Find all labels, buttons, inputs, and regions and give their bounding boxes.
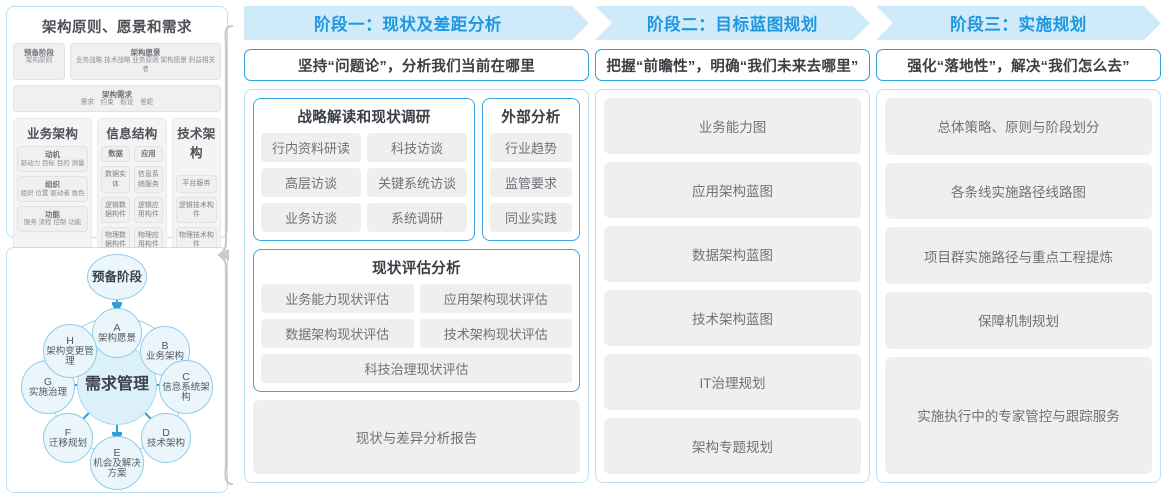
phase-1-subtitle: 坚持“问题论”，分析我们当前在哪里 <box>244 49 589 81</box>
column-title: 业务架构 <box>26 127 79 142</box>
phase-1-top-row: 战略解读和现状调研 行内资料研读 科技访谈 高层访谈 关键系统访谈 业务访谈 系… <box>253 98 580 241</box>
togaf-cell: 逻辑应用构件 <box>133 196 163 223</box>
phase-3: 阶段三：实施规划 强化“落地性”，解决“我们怎么去” 总体策略、原则与阶段划分 … <box>876 6 1161 493</box>
subcolumn-head: 应用 <box>133 146 163 163</box>
phase-1: 阶段一：现状及差距分析 坚持“问题论”，分析我们当前在哪里 战略解读和现状调研 … <box>244 6 589 493</box>
phase-3-subtitle: 强化“落地性”，解决“我们怎么去” <box>876 49 1161 81</box>
togaf-vision-head: 架构愿景 <box>130 48 161 57</box>
list-item[interactable]: 业务能力图 <box>604 98 861 154</box>
chip-item[interactable]: 监管要求 <box>490 168 572 197</box>
list-item[interactable]: 实施执行中的专家管控与跟踪服务 <box>885 356 1152 475</box>
togaf-business-architecture-column: 业务架构 动机 驱动力 目标 目的 测量 组织 组织 位置 驱动者 角色 功能 <box>13 118 93 257</box>
togaf-row-1: 预备阶段 架构原则 架构愿景 业务战略 技术战略 业务原则 架构愿景 利益相关者 <box>13 43 221 80</box>
chip-item[interactable]: 数据架构现状评估 <box>261 319 414 348</box>
togaf-title: 架构原则、愿景和需求 <box>42 20 192 36</box>
togaf-cell: 逻辑数据构件 <box>101 196 130 223</box>
group-current-state-assessment: 现状评估分析 业务能力现状评估 应用架构现状评估 数据架构现状评估 技术架构现状… <box>253 249 580 392</box>
list-item[interactable]: IT治理规划 <box>604 354 861 410</box>
chip-item[interactable]: 高层访谈 <box>261 168 361 197</box>
togaf-framework-card: 架构原则、愿景和需求 预备阶段 架构原则 架构愿景 业务战略 技术战略 业务原则… <box>6 6 228 301</box>
group-title: 外部分析 <box>501 110 561 126</box>
phase-2: 阶段二：目标蓝图规划 把握“前瞻性”，明确“我们未来去哪里” 业务能力图 应用架… <box>595 6 870 493</box>
togaf-cell: 数据实体 <box>101 166 130 193</box>
adm-node-prelim[interactable]: 预备阶段 <box>87 254 147 300</box>
phase-1-body: 战略解读和现状调研 行内资料研读 科技访谈 高层访谈 关键系统访谈 业务访谈 系… <box>244 89 589 483</box>
phases-container: 阶段一：现状及差距分析 坚持“问题论”，分析我们当前在哪里 战略解读和现状调研 … <box>244 6 1161 493</box>
phase-2-body: 业务能力图 应用架构蓝图 数据架构蓝图 技术架构蓝图 IT治理规划 架构专题规划 <box>595 89 870 483</box>
list-item[interactable]: 数据架构蓝图 <box>604 226 861 282</box>
list-item[interactable]: 项目群实施路径与重点工程提炼 <box>885 227 1152 285</box>
group-external-analysis: 外部分析 行业趋势 监管要求 同业实践 <box>482 98 580 241</box>
adm-node-a[interactable]: A 架构愿景 <box>92 308 142 358</box>
togaf-domain-columns: 业务架构 动机 驱动力 目标 目的 测量 组织 组织 位置 驱动者 角色 功能 <box>13 118 221 257</box>
phase-1-report[interactable]: 现状与差异分析报告 <box>253 400 580 474</box>
group-strategy-research: 战略解读和现状调研 行内资料研读 科技访谈 高层访谈 关键系统访谈 业务访谈 系… <box>253 98 475 241</box>
togaf-cell: 功能 服务 流程 控制 功能 <box>17 206 89 232</box>
phase-2-list: 业务能力图 应用架构蓝图 数据架构蓝图 技术架构蓝图 IT治理规划 架构专题规划 <box>604 98 861 474</box>
togaf-requirements-sub: 需求 约束 假设 差距 <box>80 98 154 106</box>
column-title: 信息结构 <box>106 127 158 142</box>
phase-3-list: 总体策略、原则与阶段划分 各条线实施路径线路图 项目群实施路径与重点工程提炼 保… <box>885 98 1152 475</box>
togaf-vision-sub: 业务战略 技术战略 业务原则 架构愿景 利益相关者 <box>75 57 216 73</box>
adm-node-h[interactable]: H 架构变更管理 <box>43 324 97 378</box>
list-item[interactable]: 保障机制规划 <box>885 292 1152 349</box>
chip-item[interactable]: 系统调研 <box>367 203 467 232</box>
adm-node-f[interactable]: F 迁移规划 <box>43 413 93 463</box>
togaf-prelim-box: 预备阶段 架构原则 <box>13 43 65 80</box>
adm-node-e[interactable]: E 机会及解决方案 <box>90 436 144 490</box>
chip-item[interactable]: 同业实践 <box>490 203 572 232</box>
group-title: 战略解读和现状调研 <box>297 110 431 126</box>
list-item[interactable]: 总体策略、原则与阶段划分 <box>885 98 1152 155</box>
chip-item-wide[interactable]: 科技治理现状评估 <box>261 354 572 383</box>
chip-item[interactable]: 关键系统访谈 <box>367 168 467 197</box>
togaf-application-subcolumn: 应用 信息系统服务 逻辑应用构件 物理应用构件 <box>133 146 163 253</box>
phase-2-subtitle: 把握“前瞻性”，明确“我们未来去哪里” <box>595 49 870 81</box>
chip-item[interactable]: 业务能力现状评估 <box>261 284 414 313</box>
connector-bracket <box>218 24 234 486</box>
togaf-cell: 动机 驱动力 目标 目的 测量 <box>17 146 89 173</box>
list-item[interactable]: 各条线实施路径线路图 <box>885 162 1152 220</box>
togaf-requirements-head: 架构需求 <box>102 89 132 99</box>
adm-cycle-card: 预备阶段 需求管理 A 架构愿景 B 业务架构 C 信息系统架构 D 技术架构 <box>6 247 228 493</box>
phase-2-header: 阶段二：目标蓝图规划 <box>595 6 870 40</box>
chip-item[interactable]: 行内资料研读 <box>261 133 361 162</box>
togaf-cell: 逻辑技术构件 <box>175 196 217 223</box>
list-item[interactable]: 技术架构蓝图 <box>604 290 861 346</box>
column-title: 技术架构 <box>177 127 216 161</box>
left-panel: 架构原则、愿景和需求 预备阶段 架构原则 架构愿景 业务战略 技术战略 业务原则… <box>6 6 228 493</box>
togaf-prelim-head: 预备阶段 <box>24 48 54 57</box>
group-title: 现状评估分析 <box>372 261 461 277</box>
list-item[interactable]: 架构专题规划 <box>604 418 861 474</box>
phase-3-header: 阶段三：实施规划 <box>876 6 1161 40</box>
phase-1-header: 阶段一：现状及差距分析 <box>244 6 589 40</box>
togaf-cell: 平台服务 <box>175 175 217 193</box>
togaf-vision-box: 架构愿景 业务战略 技术战略 业务原则 架构愿景 利益相关者 <box>70 43 221 80</box>
adm-node-c[interactable]: C 信息系统架构 <box>159 360 213 414</box>
togaf-information-structure-column: 信息结构 数据 数据实体 逻辑数据构件 物理数据构件 应用 信息系统服务 逻辑应… <box>97 118 167 257</box>
chip-item[interactable]: 行业趋势 <box>490 133 572 162</box>
togaf-prelim-sub: 架构原则 <box>25 57 53 65</box>
togaf-data-subcolumn: 数据 数据实体 逻辑数据构件 物理数据构件 <box>101 146 130 253</box>
togaf-cell: 信息系统服务 <box>133 166 163 193</box>
chip-item[interactable]: 业务访谈 <box>261 203 361 232</box>
subcolumn-head: 数据 <box>101 146 130 163</box>
togaf-technology-architecture-column: 技术架构 平台服务 逻辑技术构件 物理技术构件 <box>171 118 221 257</box>
phase-3-body: 总体策略、原则与阶段划分 各条线实施路径线路图 项目群实施路径与重点工程提炼 保… <box>876 89 1161 483</box>
adm-node-d[interactable]: D 技术架构 <box>141 413 191 463</box>
list-item[interactable]: 应用架构蓝图 <box>604 162 861 218</box>
chip-item[interactable]: 应用架构现状评估 <box>419 284 572 313</box>
chip-item[interactable]: 科技访谈 <box>367 133 467 162</box>
togaf-cell: 组织 组织 位置 驱动者 角色 <box>17 176 89 203</box>
togaf-requirements-box: 架构需求 需求 约束 假设 差距 <box>13 84 221 113</box>
chip-item[interactable]: 技术架构现状评估 <box>419 319 572 348</box>
